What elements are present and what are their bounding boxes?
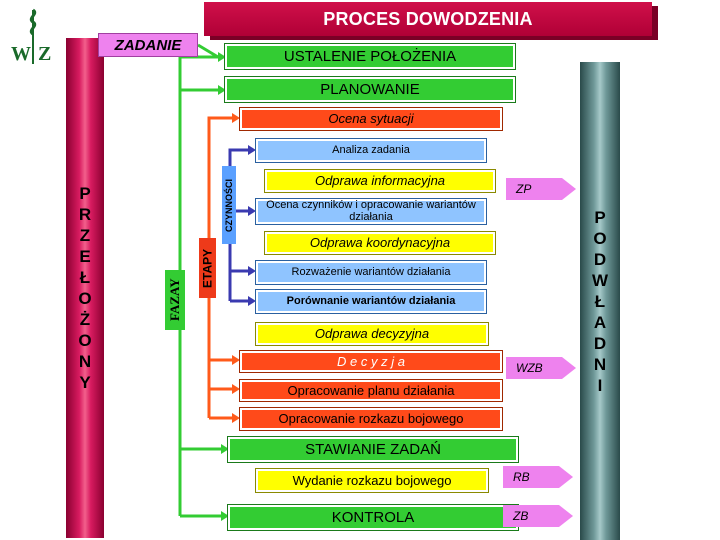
porownanie-wariantow-box: Porównanie wariantów działania: [255, 289, 487, 314]
podwladni-letter: I: [597, 375, 603, 395]
przezlozony-letter: O: [78, 289, 92, 308]
czynnosci-label: CZYNNOŚCI: [222, 166, 236, 244]
zb-tag: ZB: [503, 505, 573, 527]
przezlozony-letter: P: [79, 184, 91, 203]
analiza-zadania-box: Analiza zadania: [255, 138, 487, 163]
stawianie-zadan-box: STAWIANIE ZADAŃ: [227, 436, 519, 463]
odprawa-koordynacyjna-box: Odprawa koordynacyjna: [264, 231, 496, 255]
odprawa-decyzyjna-box: Odprawa decyzyjna: [255, 322, 489, 346]
odprawa-informacyjna-box: Odprawa informacyjna: [264, 169, 496, 193]
opracowanie-rozkazu-box: Opracowanie rozkazu bojowego: [239, 407, 503, 431]
ustalenie-polozenia-box: USTALENIE POŁOŻENIA: [224, 43, 516, 70]
page-title: PROCES DOWODZENIA: [323, 8, 533, 29]
przezlozony-letter: R: [78, 205, 92, 224]
podwladni-letter: O: [593, 228, 607, 248]
podwladni-letter: D: [593, 249, 607, 269]
etapy-label: ETAPY: [199, 238, 216, 298]
fazy-label: FAZAY: [165, 270, 185, 330]
planowanie-box: PLANOWANIE: [224, 76, 516, 103]
podwladni-letter: Ł: [594, 291, 606, 311]
przezlozony-letter: Ł: [79, 268, 91, 287]
decyzja-box: D e c y z j a: [239, 350, 503, 373]
svg-text:Z: Z: [38, 43, 51, 65]
ocena-czynnikow-box: Ocena czynników i opracowanie wariantów …: [255, 198, 487, 225]
podwladni-letter: D: [593, 333, 607, 353]
podwladni-letter: P: [594, 207, 606, 227]
przezlozony-letter: Z: [79, 226, 91, 245]
kontrola-box: KONTROLA: [227, 504, 519, 531]
zadanie-tag: ZADANIE: [98, 33, 198, 57]
ocena-sytuacji-box: Ocena sytuacji: [239, 107, 503, 131]
wydanie-rozkazu-box: Wydanie rozkazu bojowego: [255, 468, 489, 493]
podwladni-letter: A: [593, 312, 607, 332]
wzb-tag: WZB: [506, 357, 576, 379]
rozwazenie-wariantow-box: Rozważenie wariantów działania: [255, 260, 487, 285]
rb-tag: RB: [503, 466, 573, 488]
zp-tag: ZP: [506, 178, 576, 200]
title-banner: [204, 2, 652, 36]
wsz-logo-icon: W Z: [11, 8, 51, 65]
przezlozony-letter: O: [78, 331, 92, 350]
podwladni-letter: N: [593, 354, 607, 374]
opracowanie-planu-box: Opracowanie planu działania: [239, 379, 503, 402]
podwladni-letter: W: [591, 270, 609, 290]
przezlozony-letter: E: [79, 247, 91, 266]
przezlozony-letter: Y: [79, 373, 91, 392]
przezlozony-letter: N: [78, 352, 92, 371]
svg-text:W: W: [11, 43, 31, 65]
przezlozony-letter: Ż: [79, 310, 91, 329]
